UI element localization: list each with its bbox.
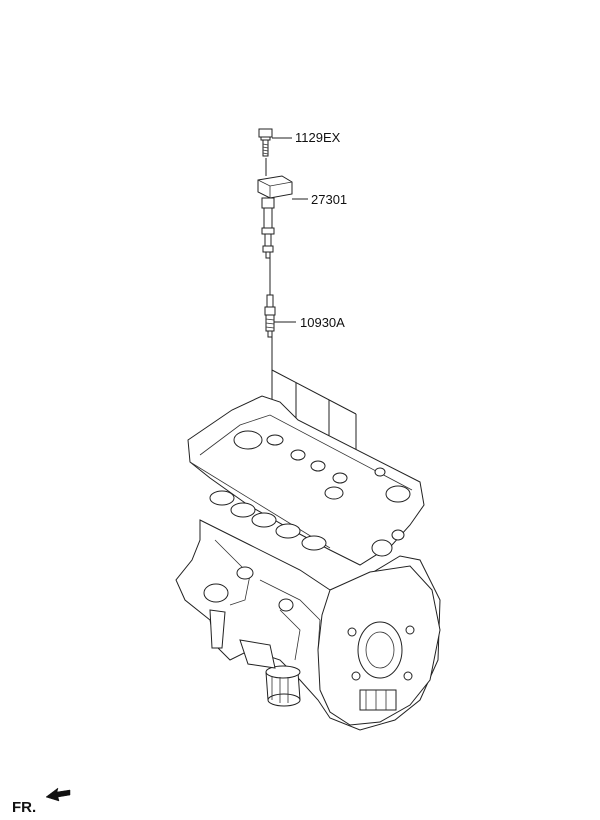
callout-label-ignition-coil: 27301 [311,192,347,207]
callout-label-spark-plug: 10930A [300,315,345,330]
callout-label-bolt: 1129EX [295,130,341,145]
bolt-part [258,128,273,157]
front-direction-marker: FR. [12,787,71,816]
front-direction-arrow-icon [45,787,71,802]
ignition-coil-part [257,158,293,259]
engine-assembly [175,395,441,731]
front-direction-label: FR. [12,799,36,816]
spark-plug-part [264,294,276,338]
